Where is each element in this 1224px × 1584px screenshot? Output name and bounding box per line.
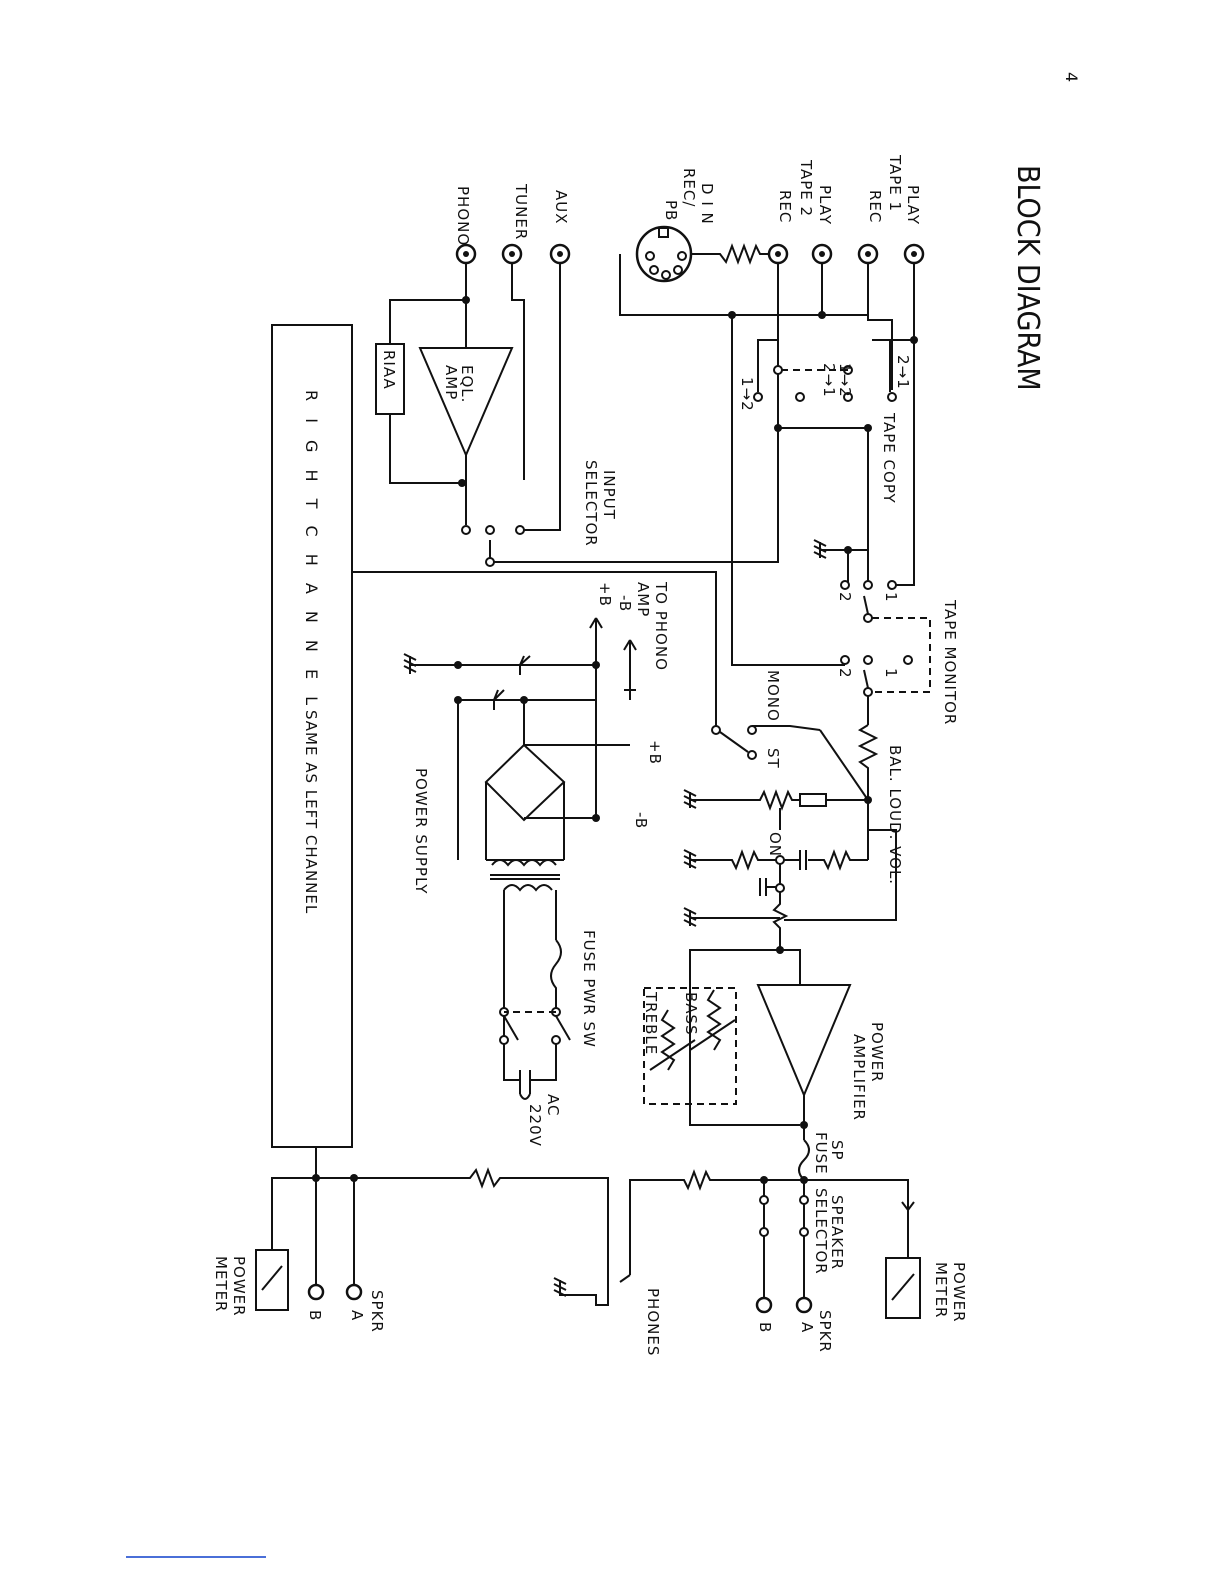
bal-loud-vol-section: BAL. LOUD. VOL. ON	[683, 724, 904, 1126]
mon-2-label: 2	[836, 592, 854, 603]
tape2-name-label: TAPE 2	[797, 159, 815, 217]
mono-st-switch[interactable]: MONO ST	[352, 571, 821, 769]
minus-b-label: -B	[616, 595, 634, 612]
speaker-output-left: SPEAKER SELECTOR POWER METER SPKR A B PH…	[553, 1169, 968, 1356]
ac-label-1: AC	[544, 1094, 562, 1116]
footer-rule	[126, 1556, 266, 1558]
copy-21-label: 2→1	[894, 355, 912, 390]
page-number: 4	[1062, 72, 1081, 82]
aux-label: AUX	[552, 190, 570, 225]
power-amp-block: POWER AMPLIFIER BASS TREBLE SP FUSE	[642, 984, 886, 1181]
bass-label: BASS	[682, 992, 700, 1036]
mono-label: MONO	[764, 670, 782, 722]
copy-21b-label: 2→1	[820, 363, 838, 398]
tape1-play-label: PLAY	[904, 185, 922, 225]
mon-1-label: 1	[882, 592, 900, 603]
input-selector-label-1: INPUT	[600, 470, 618, 520]
treble-label: TREBLE	[642, 991, 660, 1055]
tape-wiring	[490, 243, 918, 666]
phones-label: PHONES	[644, 1288, 662, 1356]
sp-fuse-label-2: FUSE	[812, 1132, 830, 1175]
input-labels: PLAY TAPE 1 REC PLAY TAPE 2 REC D I N RE…	[454, 154, 922, 246]
input-selector-label-2: SELECTOR	[582, 460, 600, 547]
plus-b2-label: +B	[646, 740, 664, 765]
power-amp-triangle	[756, 984, 852, 1098]
on-label: ON	[766, 832, 784, 857]
power-amp-label-1: POWER	[868, 1022, 886, 1083]
power-meter-left-label-2: METER	[932, 1262, 950, 1318]
right-channel-block: R I G H T C H A N N E L SAME AS LEFT CHA…	[271, 324, 353, 1148]
speaker-selector-label-2: SELECTOR	[812, 1188, 830, 1275]
tape-monitor-switch[interactable]: TAPE MONITOR 1 2 1 2	[836, 580, 959, 725]
power-meter-right-label-2: METER	[212, 1256, 230, 1312]
right-spkr-b-label: B	[306, 1310, 324, 1321]
right-channel-label: R I G H T C H A N N E L	[302, 390, 321, 711]
right-spkr-label: SPKR	[368, 1290, 386, 1333]
mon-2b-label: 2	[836, 668, 854, 679]
power-supply-block: POWER SUPPLY FUSE PWR SW AC 220V TO PHON…	[403, 581, 670, 1147]
right-spkr-a-label: A	[348, 1310, 366, 1321]
right-channel-box	[271, 324, 353, 1148]
power-meter-right	[255, 1249, 289, 1311]
din-label-3: PB	[662, 200, 680, 221]
diagram-title: BLOCK DIAGRAM	[1010, 165, 1045, 391]
eql-amp-triangle	[418, 347, 514, 458]
speaker-selector-label-1: SPEAKER	[828, 1195, 846, 1270]
tape1-name-label: TAPE 1	[886, 154, 904, 212]
tone-control-box	[643, 987, 737, 1105]
tape-copy-switch[interactable]: TAPE COPY 2→1 1→2 2→1 1→2	[738, 355, 912, 504]
din-label-2: REC/	[680, 168, 698, 207]
to-phono-label-1: TO PHONO	[652, 581, 670, 671]
spkr-a-label: A	[798, 1322, 816, 1333]
bal-loud-vol-label: BAL. LOUD. VOL.	[886, 745, 904, 885]
mon-1b-label: 1	[882, 668, 900, 679]
st-label: ST	[764, 748, 782, 769]
copy-12a-label: 1→2	[836, 363, 854, 398]
riaa-label: RIAA	[380, 350, 398, 390]
tape1-rec-label: REC	[866, 190, 884, 223]
spkr-label: SPKR	[816, 1310, 834, 1353]
bridge-rectifier	[484, 743, 566, 822]
right-spkr-a-terminal[interactable]	[345, 1283, 363, 1301]
power-meter-left-label-1: POWER	[950, 1262, 968, 1323]
left-spkr-a-terminal[interactable]	[795, 1296, 813, 1314]
tape2-play-label: PLAY	[816, 185, 834, 225]
eql-amp-block: EQL. AMP RIAA INPUT SELECTOR	[375, 263, 618, 567]
ac-label-2: 220V	[526, 1104, 544, 1147]
power-meter-right-label-1: POWER	[230, 1256, 248, 1317]
tuner-label: TUNER	[512, 183, 530, 240]
left-spkr-b-terminal[interactable]	[755, 1296, 773, 1314]
right-spkr-b-terminal[interactable]	[307, 1283, 325, 1301]
plus-b-label: +B	[596, 582, 614, 607]
copy-12-label: 1→2	[738, 377, 756, 412]
power-amp-label-2: AMPLIFIER	[850, 1034, 868, 1121]
tape2-rec-label: REC	[776, 190, 794, 223]
fuse-pwr-sw-label: FUSE PWR SW	[580, 930, 598, 1048]
speaker-output-right: SPKR A B POWER METER	[212, 1147, 609, 1333]
same-as-left-label: SAME AS LEFT CHANNEL	[302, 710, 320, 914]
din-label-1: D I N	[698, 183, 716, 225]
input-jacks	[455, 225, 925, 283]
phono-label: PHONO	[454, 186, 472, 246]
power-supply-label: POWER SUPPLY	[412, 768, 430, 894]
sp-fuse-label-1: SP	[828, 1140, 846, 1161]
power-meter-left	[885, 1257, 921, 1319]
spkr-b-label: B	[756, 1322, 774, 1333]
tape-monitor-label: TAPE MONITOR	[941, 599, 959, 725]
eql-label-1: EQL.	[458, 365, 476, 403]
tape-copy-label: TAPE COPY	[880, 412, 898, 504]
eql-label-2: AMP	[442, 365, 460, 400]
minus-b2-label: -B	[632, 812, 650, 829]
to-phono-label-2: AMP	[634, 582, 652, 617]
